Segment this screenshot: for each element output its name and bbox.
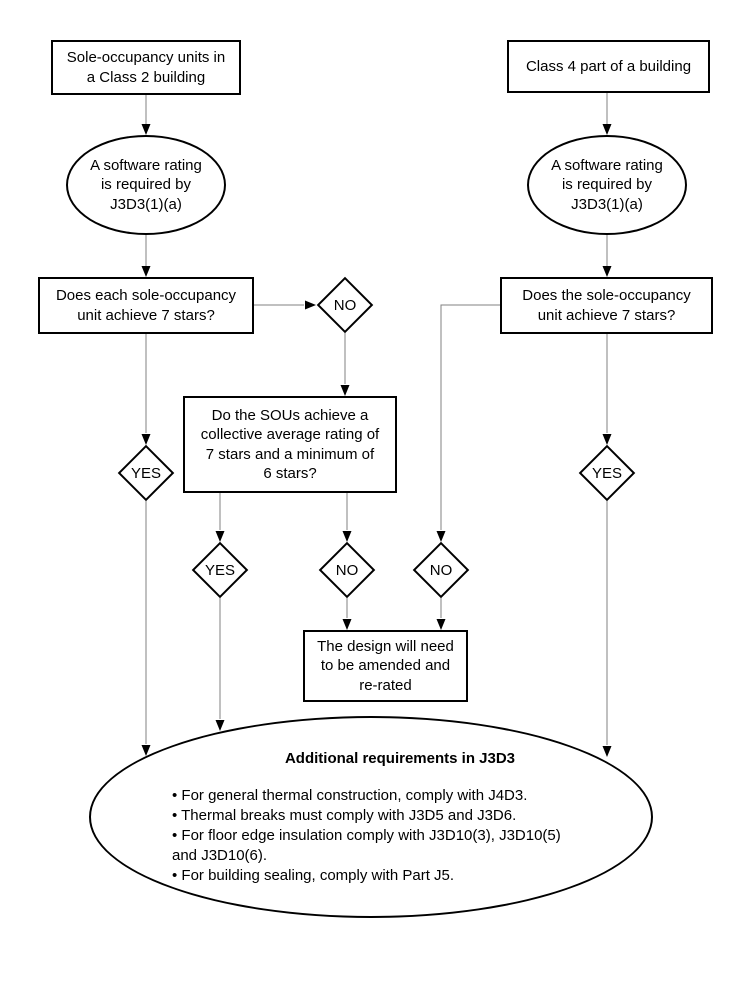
additional-requirements-title: Additional requirements in J3D3 xyxy=(284,750,516,767)
arrowhead-yes-left-into-additional xyxy=(141,745,151,756)
arrowhead-into-rating-right xyxy=(602,124,612,135)
arrowhead-into-question-right xyxy=(602,266,612,277)
additional-requirement-line: • For general thermal construction, comp… xyxy=(172,787,528,804)
arrowhead-yes-mid-into-additional xyxy=(215,720,225,731)
arrowhead-yes-right-into-additional xyxy=(602,746,612,757)
arrowhead-into-no-mid xyxy=(342,531,352,542)
node-each-sou-question: Does each sole-occupancy unit achieve 7 … xyxy=(38,277,254,334)
arrowhead-into-no-right xyxy=(436,531,446,542)
node-software-rating-left: A software rating is required by J3D3(1)… xyxy=(66,135,226,235)
diamond-yes-from-average-label: YES xyxy=(204,561,235,579)
diamond-no-from-average-label: NO xyxy=(335,561,359,579)
node-sous-average-question: Do the SOUs achieve a collective average… xyxy=(183,396,397,493)
arrowhead-no-right-into-design xyxy=(436,619,446,630)
arrowhead-into-average-question xyxy=(340,385,350,396)
diamond-yes-from-each-sou-label: YES xyxy=(130,464,161,482)
arrowhead-into-yes-right xyxy=(602,434,612,445)
node-design-amend: The design will need to be amended and r… xyxy=(303,630,468,702)
additional-requirement-line: and J3D10(6). xyxy=(172,847,268,864)
arrowhead-into-rating-left xyxy=(141,124,151,135)
additional-requirements-list: • For general thermal construction, comp… xyxy=(172,786,632,886)
additional-requirement-line: • For floor edge insulation comply with … xyxy=(172,827,561,844)
diamond-yes-from-single-sou-label: YES xyxy=(591,464,622,482)
additional-requirement-line: • Thermal breaks must comply with J3D5 a… xyxy=(172,807,517,824)
node-class2-building: Sole-occupancy units in a Class 2 buildi… xyxy=(51,40,241,95)
arrowhead-no-mid-into-design xyxy=(342,619,352,630)
node-software-rating-right: A software rating is required by J3D3(1)… xyxy=(527,135,687,235)
node-class4-building: Class 4 part of a building xyxy=(507,40,710,93)
arrowhead-into-question-left xyxy=(141,266,151,277)
connector-question-right-to-no xyxy=(440,304,500,530)
arrowhead-into-no-diamond xyxy=(305,300,316,310)
diamond-no-from-each-sou-label: NO xyxy=(333,296,357,314)
arrowhead-into-yes-mid xyxy=(215,531,225,542)
node-additional-requirements xyxy=(89,716,653,918)
node-single-sou-question: Does the sole-occupancy unit achieve 7 s… xyxy=(500,277,713,334)
diamond-no-from-single-sou-label: NO xyxy=(429,561,453,579)
additional-requirement-line: • For building sealing, comply with Part… xyxy=(172,867,455,884)
arrowhead-into-yes-left xyxy=(141,434,151,445)
